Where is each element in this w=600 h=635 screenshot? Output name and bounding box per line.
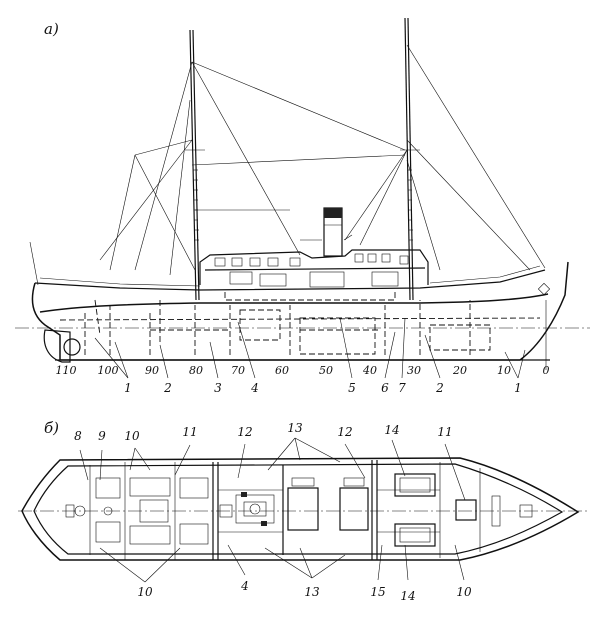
forward-holds	[394, 473, 533, 547]
plan-callout-top: 11	[182, 425, 197, 439]
plan-callout-top: 12	[237, 425, 252, 439]
profile-callout: 6	[381, 381, 389, 395]
aft-cabins	[65, 477, 209, 545]
frame-number: 20	[452, 364, 467, 377]
plan-callout-top: 14	[384, 423, 399, 437]
profile-callout: 3	[214, 381, 222, 395]
frame-number: 110	[56, 364, 77, 377]
plan-callout-top: 10	[124, 429, 140, 443]
superstructure	[199, 249, 429, 288]
masts	[185, 17, 420, 301]
hull-plan	[18, 457, 590, 561]
plan-callout-top: 9	[98, 429, 106, 443]
profile-callout: 1	[514, 381, 522, 395]
plan-callout-bottom: 13	[304, 585, 320, 599]
plan-callout-bottom: 4	[240, 579, 249, 593]
frame-number: 60	[275, 364, 289, 377]
frame-number: 30	[407, 364, 421, 377]
baseline	[15, 300, 590, 370]
plan-callout-bottom: 14	[400, 589, 415, 603]
profile-callout: 2	[435, 381, 444, 395]
profile-callout: 7	[398, 381, 406, 395]
plan-panel-label: б)	[44, 419, 59, 437]
profile-callout: 5	[348, 381, 356, 395]
engine-room	[219, 477, 369, 531]
hull-compartments	[59, 292, 541, 355]
rigging	[99, 44, 546, 276]
plan-callout-top: 11	[437, 425, 452, 439]
plan-callout-bottom: 10	[456, 585, 472, 599]
plan-callout-top: 8	[74, 429, 82, 443]
frame-number: 40	[362, 364, 377, 377]
frame-number: 80	[189, 364, 203, 377]
plan-callout-top: 13	[287, 421, 303, 435]
plan-leaders	[79, 437, 466, 583]
profile-callout: 4	[250, 381, 259, 395]
hull-profile	[29, 241, 569, 363]
deck-rail	[34, 265, 546, 291]
funnel	[300, 207, 353, 257]
plan-callout-bottom: 10	[137, 585, 153, 599]
frame-number: 10	[497, 364, 511, 377]
profile-panel-label: а)	[44, 20, 59, 38]
plan-callouts: 8 9 10 11 12 13 12 14 11 10 4 13 15 14 10	[74, 421, 472, 603]
profile-callout: 1	[124, 381, 132, 395]
profile-callout: 2	[163, 381, 172, 395]
frame-number: 50	[319, 364, 333, 377]
frame-number: 90	[145, 364, 159, 377]
frame-number: 70	[231, 364, 245, 377]
plan-callout-top: 12	[337, 425, 352, 439]
frame-number: 0	[543, 364, 550, 377]
frame-number: 100	[98, 364, 119, 377]
plan-callout-bottom: 15	[370, 585, 385, 599]
